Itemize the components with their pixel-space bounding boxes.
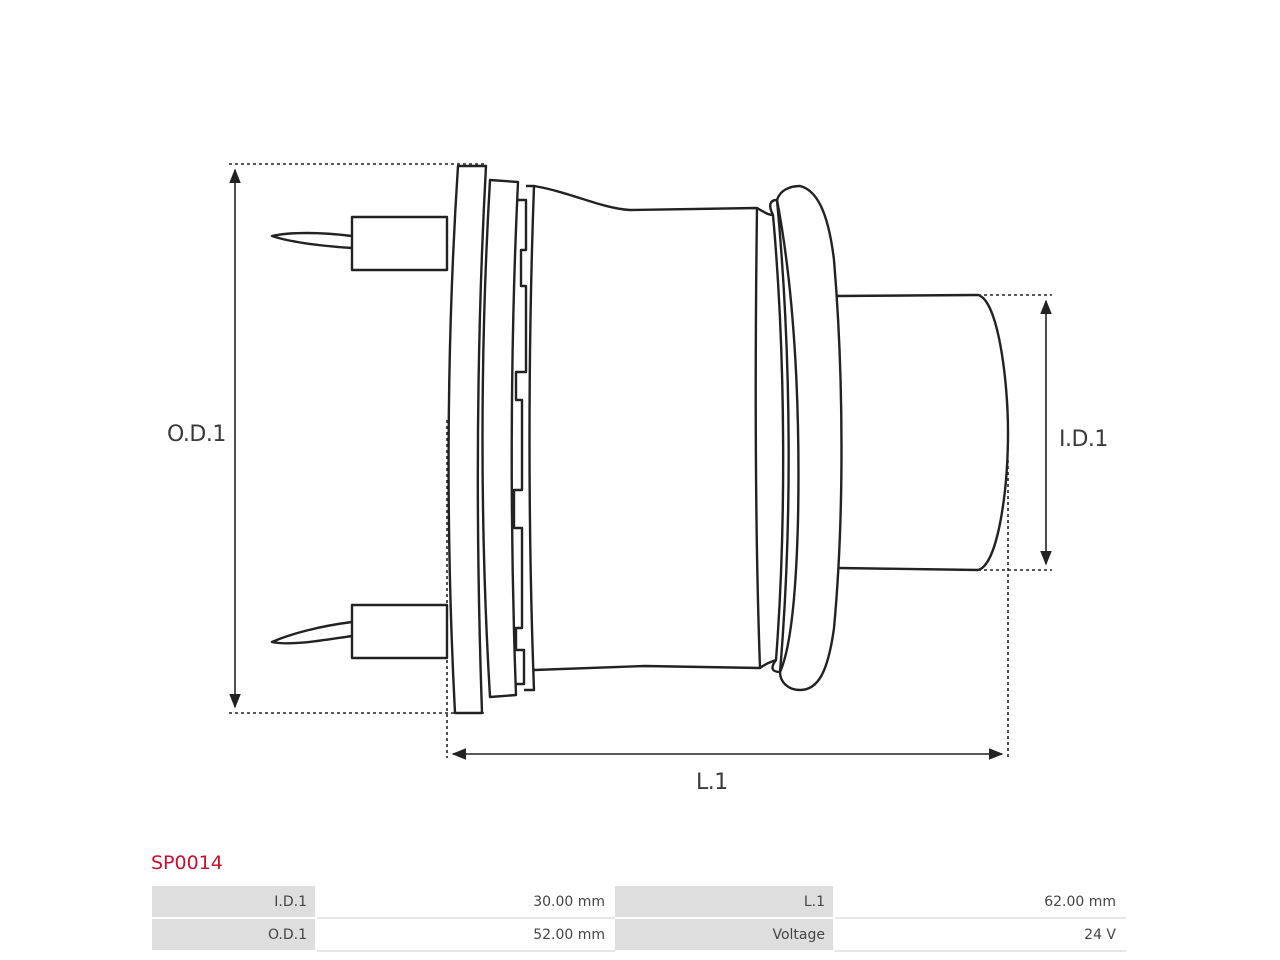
length-label: L.1 [696, 770, 728, 795]
od-label: O.D.1 [167, 422, 226, 447]
lower-terminal-tip [270, 620, 353, 645]
spec-value: 62.00 mm [833, 884, 1126, 919]
lower-terminal-pin [350, 603, 449, 660]
upper-terminal-tip [270, 231, 353, 250]
technical-drawing: O.D.1 I.D.1 L.1 [167, 163, 1108, 795]
second-ring [481, 178, 520, 699]
part-code: SP0014 [151, 852, 223, 874]
stepped-insulator [512, 198, 528, 686]
dimension-arrows [229, 168, 1052, 760]
insulator-back [524, 184, 536, 692]
spec-key: I.D.1 [150, 884, 317, 919]
collar-flange [775, 184, 843, 692]
main-body [533, 184, 762, 672]
spec-value: 24 V [833, 917, 1126, 952]
id-label: I.D.1 [1059, 427, 1108, 452]
spec-key: Voltage [613, 917, 835, 952]
spec-table: I.D.1 30.00 mm L.1 62.00 mm O.D.1 52.00 … [150, 884, 1126, 952]
collar-flange-inner [775, 199, 800, 673]
upper-terminal-pin [350, 215, 449, 272]
spec-value: 30.00 mm [315, 884, 615, 919]
part-outline [270, 164, 1010, 715]
spec-key: O.D.1 [150, 917, 317, 952]
outer-flange [447, 164, 488, 715]
hub [835, 293, 1010, 572]
collar-ring-2 [769, 198, 790, 674]
spec-value: 52.00 mm [315, 917, 615, 952]
table-row: O.D.1 52.00 mm Voltage 24 V [150, 917, 1126, 952]
collar-ring-1 [756, 206, 785, 669]
table-row: I.D.1 30.00 mm L.1 62.00 mm [150, 884, 1126, 919]
spec-key: L.1 [613, 884, 835, 919]
dimension-lines [229, 163, 1052, 758]
